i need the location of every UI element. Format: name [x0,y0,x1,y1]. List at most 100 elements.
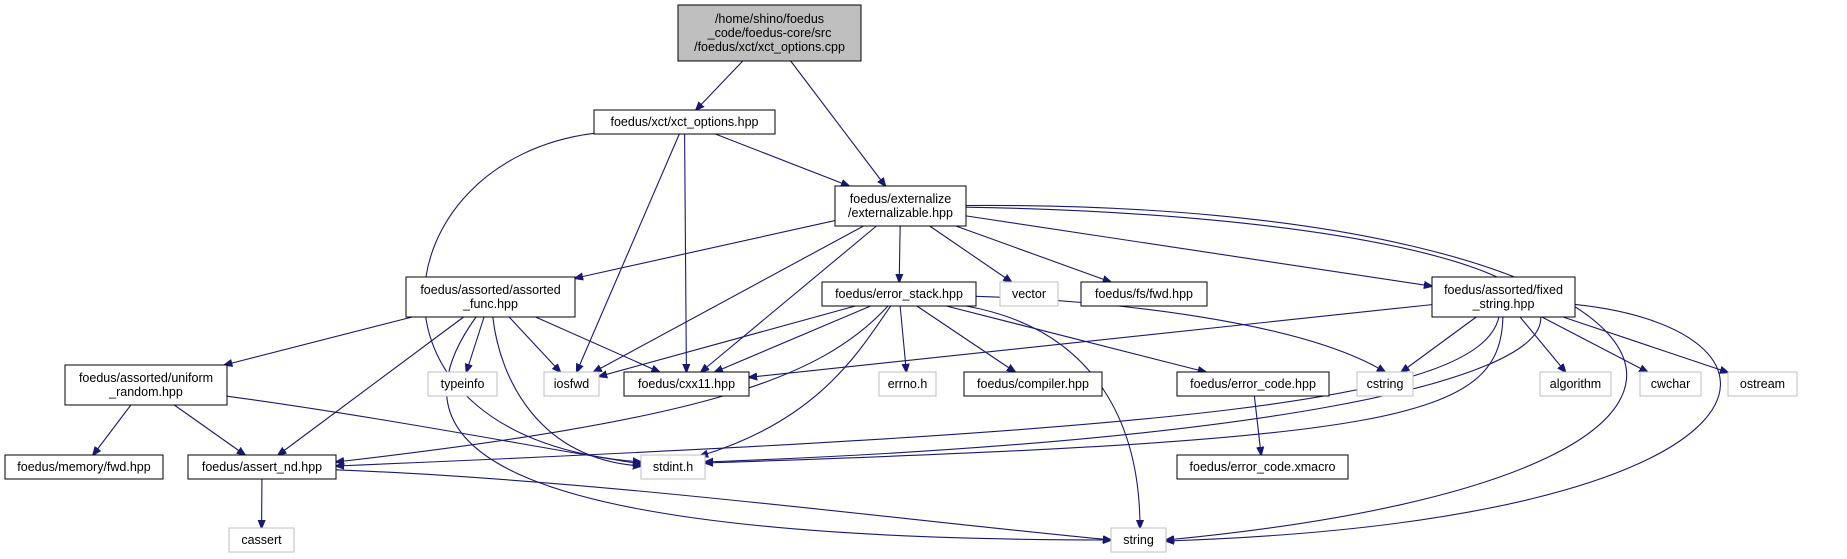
edge-assorted_func_hpp-to-stdint_h [492,316,641,466]
node-label: _string.hpp [1472,297,1535,311]
node-box [1356,371,1414,397]
node-string: string [1110,527,1167,553]
edge-error_stack_hpp-to-string [965,305,1140,528]
node-label: foedus/error_stack.hpp [835,287,963,301]
node-box [1727,371,1798,397]
node-assorted-func-hpp[interactable]: foedus/assorted/assorted_func.hpp [405,276,576,318]
edge-fixed_string_hpp-to-stdint_h [705,316,1504,463]
node-error-stack-hpp[interactable]: foedus/error_stack.hpp [821,281,977,307]
node-label: /foedus/xct/xct_options.cpp [694,40,845,54]
edge-error_code_hpp-to-error_code_xmacro [1253,395,1261,455]
node-box [1431,276,1576,318]
edge-externalizable_hpp-to-assorted_func_hpp [575,220,836,279]
node-box [1110,527,1167,553]
edge-xct_options_hpp-to-externalizable_hpp [715,133,849,186]
node-box [963,371,1103,397]
node-label: string [1123,533,1154,547]
node-label: cwchar [1651,377,1691,391]
node-box [821,281,977,307]
node-label: foedus/assert_nd.hpp [202,460,322,474]
node-label: _random.hpp [108,385,183,399]
node-box [677,4,862,62]
node-xct-options-cpp[interactable]: /home/shino/foedus_code/foedus-core/src/… [677,4,862,62]
node-label: foedus/assorted/assorted [420,283,560,297]
edge-externalizable_hpp-to-cxx11_hpp [701,225,877,372]
edge-assorted_func_hpp-to-assert_nd_hpp [278,316,464,455]
node-box [623,371,750,397]
edge-fixed_string_hpp-to-ostream [1562,316,1728,372]
node-box [228,527,295,553]
node-label: foedus/error_code.hpp [1190,377,1316,391]
node-label: stdint.h [653,460,693,474]
node-cstring: cstring [1356,371,1414,397]
node-label: foedus/xct/xct_options.hpp [610,115,758,129]
node-box [1080,281,1208,307]
edge-error_stack_hpp-to-cstring [975,295,1385,372]
node-error-code-hpp[interactable]: foedus/error_code.hpp [1176,371,1330,397]
node-box [64,364,228,406]
edge-xct_options_hpp-to-cxx11_hpp [685,133,687,372]
edge-externalizable_hpp-to-fixed_string_hpp [965,215,1432,286]
node-compiler-hpp[interactable]: foedus/compiler.hpp [963,371,1103,397]
node-cxx11-hpp[interactable]: foedus/cxx11.hpp [623,371,750,397]
node-box [1176,371,1330,397]
node-label: foedus/externalize [850,192,952,206]
node-label: foedus/compiler.hpp [977,377,1089,391]
node-assert-nd-hpp[interactable]: foedus/assert_nd.hpp [187,454,337,480]
edge-externalizable_hpp-to-iosfwd [594,225,864,372]
node-box [4,454,164,480]
edge-externalizable_hpp-to-fs_fwd_hpp [955,225,1111,282]
file-nodes: /home/shino/foedus_code/foedus-core/src/… [4,4,1798,553]
node-box [543,371,600,397]
node-xct-options-hpp[interactable]: foedus/xct/xct_options.hpp [593,109,776,135]
node-vector: vector [999,281,1059,307]
edge-fixed_string_hpp-to-cxx11_hpp [749,304,1433,378]
node-iosfwd: iosfwd [543,371,600,397]
edge-error_stack_hpp-to-error_code_hpp [946,305,1206,372]
node-label: iosfwd [554,377,589,391]
node-algorithm: algorithm [1539,371,1612,397]
node-label: foedus/fs/fwd.hpp [1095,287,1193,301]
node-box [834,185,967,227]
edge-error_stack_hpp-to-iosfwd [599,305,856,376]
node-cwchar: cwchar [1639,371,1702,397]
node-label: foedus/memory/fwd.hpp [17,460,150,474]
edge-fixed_string_hpp-to-cwchar [1541,316,1648,372]
node-error-code-xmacro[interactable]: foedus/error_code.xmacro [1176,454,1349,480]
node-label: _func.hpp [462,297,518,311]
node-box [427,371,498,397]
edge-externalizable_hpp-to-string [965,204,1627,540]
node-ostream: ostream [1727,371,1798,397]
node-label: cassert [241,533,282,547]
node-box [593,109,776,135]
edge-uniform_random_hpp-to-assert_nd_hpp [173,404,245,455]
node-box [999,281,1059,307]
dependency-edges [93,60,1728,541]
edge-xct_options_hpp-to-iosfwd [577,133,680,372]
node-label: /home/shino/foedus [715,12,824,26]
edge-fixed_string_hpp-to-algorithm [1519,316,1566,372]
node-box [640,454,706,480]
node-fixed-string-hpp[interactable]: foedus/assorted/fixed_string.hpp [1431,276,1576,318]
node-label: typeinfo [441,377,485,391]
edge-assorted_func_hpp-to-iosfwd [508,316,560,372]
node-box [1539,371,1612,397]
node-fs-fwd-hpp[interactable]: foedus/fs/fwd.hpp [1080,281,1208,307]
node-box [405,276,576,318]
node-box [1176,454,1349,480]
node-uniform-random-hpp[interactable]: foedus/assorted/uniform_random.hpp [64,364,228,406]
node-label: foedus/assorted/fixed [1444,283,1563,297]
node-label: /externalizable.hpp [848,206,953,220]
node-externalizable-hpp[interactable]: foedus/externalize/externalizable.hpp [834,185,967,227]
node-label: foedus/cxx11.hpp [638,377,735,391]
edge-assorted_func_hpp-to-typeinfo [466,316,485,372]
edge-externalizable_hpp-to-vector [929,225,1012,282]
edge-assert_nd_hpp-to-string [335,469,1111,540]
edge-xct_options_cpp-to-xct_options_hpp [696,60,744,110]
node-label: ostream [1740,377,1785,391]
node-memory-fwd-hpp[interactable]: foedus/memory/fwd.hpp [4,454,164,480]
edge-uniform_random_hpp-to-memory_fwd_hpp [93,404,132,455]
edge-fixed_string_hpp-to-cstring [1401,316,1477,372]
edge-externalizable_hpp-to-error_stack_hpp [899,225,900,282]
